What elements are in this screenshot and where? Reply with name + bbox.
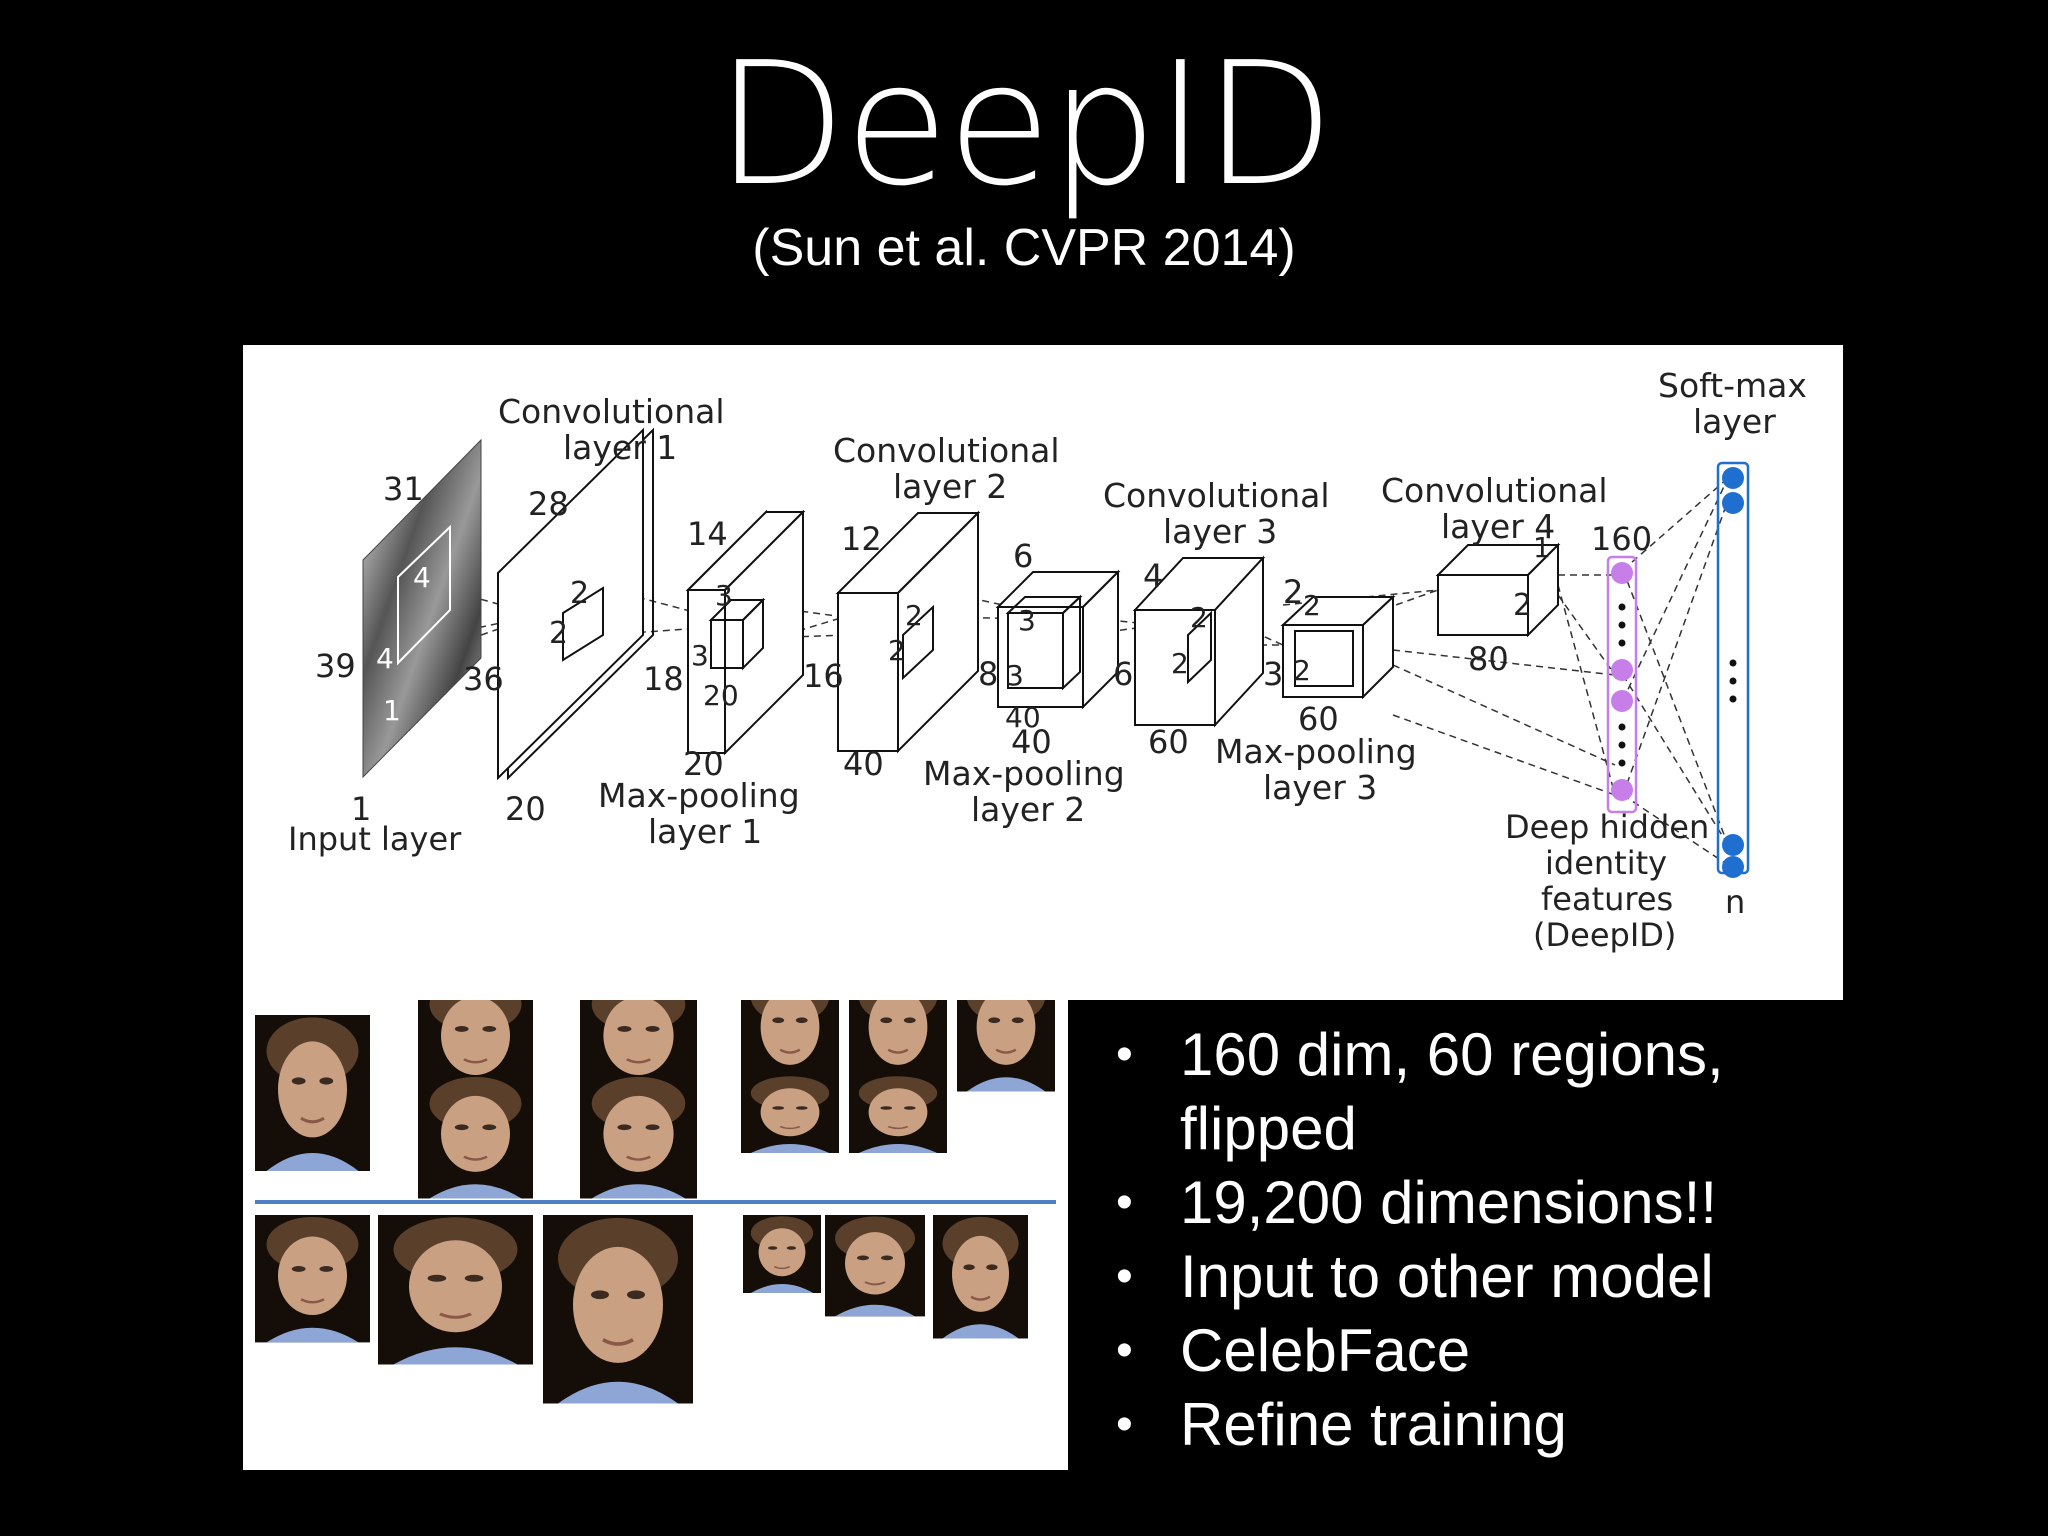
bullet-item: 19,200 dimensions!!: [1090, 1166, 1810, 1240]
deepid-architecture-diagram: 4 4 1 31 39 1 Input layer Convolutional …: [243, 345, 1843, 1000]
pool2-dim-6: 6: [1013, 537, 1033, 575]
conv4-dim-80: 80: [1468, 640, 1509, 678]
slide-subtitle: (Sun et al. CVPR 2014): [752, 219, 1296, 277]
deepid-label-line2: identity: [1545, 844, 1667, 882]
pool3-dim-3: 3: [1263, 655, 1283, 693]
conv4-label-line2: layer 4: [1441, 507, 1555, 546]
conv2-dim-12: 12: [841, 520, 882, 558]
slide-title: DeepID: [715, 26, 1334, 224]
face-patches-panel: [243, 1000, 1068, 1470]
pool2-label-line1: Max-pooling: [923, 754, 1125, 793]
pool1-filter-c: 20: [703, 679, 739, 712]
pool1-label-line1: Max-pooling: [598, 776, 800, 815]
pool3-filter-a: 2: [1303, 589, 1321, 622]
conv1-dim-28: 28: [528, 485, 569, 523]
face-row-top: [253, 1000, 1057, 1200]
conv3-dim-4: 4: [1143, 557, 1163, 595]
conv2-filter-b: 2: [888, 634, 906, 667]
input-dim-1: 1: [351, 790, 371, 828]
conv3-dim-60: 60: [1148, 723, 1189, 761]
conv3-dim-6: 6: [1113, 655, 1133, 693]
bullet-list: 160 dim, 60 regions, flipped 19,200 dime…: [1090, 1018, 1810, 1462]
conv-layer-1: [497, 427, 654, 781]
conv2-label-line2: layer 2: [893, 467, 1007, 506]
conv2-filter-a: 2: [905, 599, 923, 632]
conv1-label-line1: Convolutional: [498, 392, 725, 431]
conv3-label-line1: Convolutional: [1103, 476, 1330, 515]
conv-layer-2: [835, 510, 981, 754]
pool-layer-1: [685, 509, 806, 756]
input-layer-label: Input layer: [288, 820, 462, 858]
conv4-dim-1: 1: [1533, 531, 1551, 564]
pool1-filter-b: 3: [691, 639, 709, 672]
conv3-filter-a: 2: [1190, 601, 1208, 634]
conv2-dim-40: 40: [843, 745, 884, 783]
bullet-item: Input to other model: [1090, 1240, 1810, 1314]
input-dim-39: 39: [315, 647, 356, 685]
conv3-label-line2: layer 3: [1163, 512, 1277, 551]
softmax-label-line1: Soft-max: [1658, 366, 1807, 405]
deepid-label-line1: Deep hidden: [1505, 808, 1709, 846]
conv1-filter-a: 2: [570, 576, 589, 611]
pool1-dim-18: 18: [643, 660, 684, 698]
conv4-label-line1: Convolutional: [1381, 471, 1608, 510]
softmax-column: [1716, 461, 1750, 878]
input-dim-31: 31: [383, 470, 424, 508]
conv1-dim-36: 36: [463, 660, 504, 698]
deepid-label-line3: features: [1541, 880, 1673, 918]
conv-layer-4: [1435, 542, 1561, 638]
pool2-label-line2: layer 2: [971, 790, 1085, 829]
pool-layer-3: [1280, 594, 1396, 700]
pool2-dim-40: 40: [1011, 723, 1052, 761]
pool3-filter-b: 2: [1293, 654, 1311, 687]
bullet-item: Refine training: [1090, 1388, 1810, 1462]
conv1-dim-20: 20: [505, 790, 546, 828]
conv1-filter-b: 2: [549, 616, 568, 651]
pool2-dim-8: 8: [978, 655, 998, 693]
face-divider-line: [255, 1200, 1056, 1204]
pool2-filter-c: 40: [1005, 701, 1041, 734]
conv3-filter-b: 2: [1171, 647, 1189, 680]
input-face-slice: 4 4 1 31 39 1 Input layer: [288, 438, 482, 858]
face-row-bottom: [253, 1213, 1030, 1406]
bullet-item: 160 dim, 60 regions, flipped: [1090, 1018, 1810, 1166]
pool3-dim-60: 60: [1298, 700, 1339, 738]
pool2-filter-b: 3: [1006, 659, 1024, 692]
pool1-label-line2: layer 1: [648, 812, 762, 851]
conv2-label-line1: Convolutional: [833, 431, 1060, 470]
bullet-item: CelebFace: [1090, 1314, 1810, 1388]
pool-layer-2: [995, 569, 1121, 710]
conv4-dim-2: 2: [1513, 588, 1532, 623]
pool3-label-line2: layer 3: [1263, 768, 1377, 807]
pool3-dim-2: 2: [1283, 573, 1303, 611]
pool1-filter-a: 3: [715, 579, 733, 612]
pool1-dim-20: 20: [683, 745, 724, 783]
conv-layer-3: [1132, 555, 1266, 728]
deepid-dim-160: 160: [1591, 520, 1652, 558]
conv1-label-line2: layer 1: [563, 428, 677, 467]
pool1-dim-14: 14: [687, 515, 728, 553]
input-filter-4a: 4: [413, 561, 431, 594]
softmax-label-line2: layer: [1693, 402, 1776, 441]
pool2-filter-a: 3: [1018, 604, 1036, 637]
deepid-feature-column: [1606, 555, 1638, 814]
softmax-n-label: n: [1725, 883, 1745, 921]
input-filter-4b: 4: [376, 642, 394, 675]
conv2-dim-16: 16: [803, 657, 844, 695]
deepid-label-line4: (DeepID): [1533, 916, 1676, 954]
pool3-label-line1: Max-pooling: [1215, 732, 1417, 771]
input-filter-1: 1: [383, 694, 401, 727]
